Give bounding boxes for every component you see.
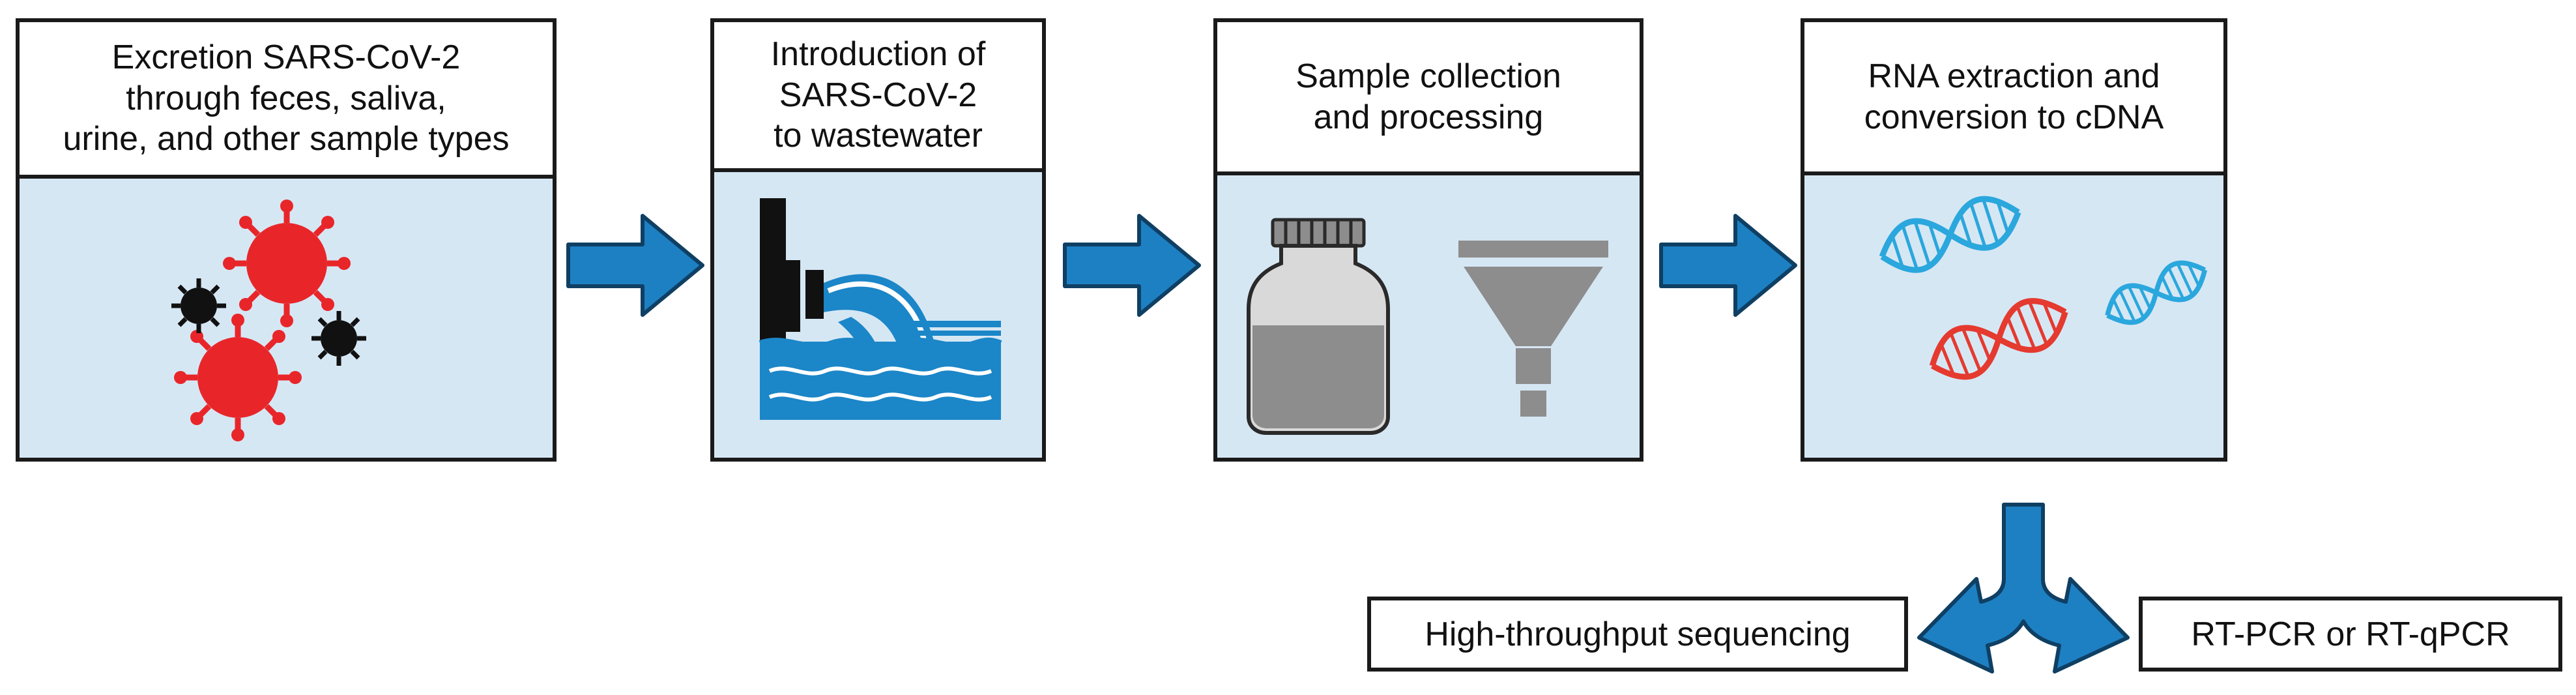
step-1-box: Excretion SARS-CoV-2 through feces, sali…	[16, 18, 557, 462]
wastewater-outfall-illustration	[759, 198, 1002, 420]
step-2-panel	[714, 172, 1042, 458]
output-rtpcr-box: RT-PCR or RT-qPCR	[2139, 597, 2562, 672]
step-2-title: Introduction of SARS-CoV-2 to wastewater	[714, 22, 1042, 172]
rna-dna-illustration	[1879, 196, 2208, 380]
virus-black-left-icon	[171, 278, 226, 333]
virus-black-right-icon	[311, 311, 366, 366]
step-3-title: Sample collection and processing	[1217, 22, 1640, 175]
virus-particles-illustration	[171, 200, 366, 441]
dna-blue-large-icon	[1879, 196, 2021, 273]
output-sequencing-box: High-throughput sequencing	[1367, 597, 1908, 672]
filter-funnel-icon	[1458, 241, 1608, 417]
virus-red-small-icon	[174, 314, 302, 441]
step-4-panel	[1804, 175, 2223, 458]
step-3-panel	[1217, 175, 1640, 458]
step-1-panel	[20, 179, 553, 458]
flow-arrow-3-icon	[1659, 214, 1797, 317]
step-3-box: Sample collection and processing	[1213, 18, 1643, 462]
water-body-icon	[759, 321, 1002, 420]
dna-blue-small-icon	[2105, 260, 2208, 325]
step-4-title: RNA extraction and conversion to cDNA	[1804, 22, 2223, 175]
sample-processing-illustration	[1247, 218, 1608, 435]
flow-arrow-1-icon	[566, 214, 704, 317]
step-2-box: Introduction of SARS-CoV-2 to wastewater	[710, 18, 1046, 462]
dna-red-icon	[1929, 298, 2068, 380]
split-arrow-icon	[1917, 503, 2130, 673]
flow-arrow-2-icon	[1063, 214, 1201, 317]
virus-red-large-icon	[223, 200, 351, 327]
step-4-box: RNA extraction and conversion to cDNA	[1801, 18, 2227, 462]
step-1-title: Excretion SARS-CoV-2 through feces, sali…	[20, 22, 553, 179]
sample-bottle-icon	[1247, 218, 1390, 435]
